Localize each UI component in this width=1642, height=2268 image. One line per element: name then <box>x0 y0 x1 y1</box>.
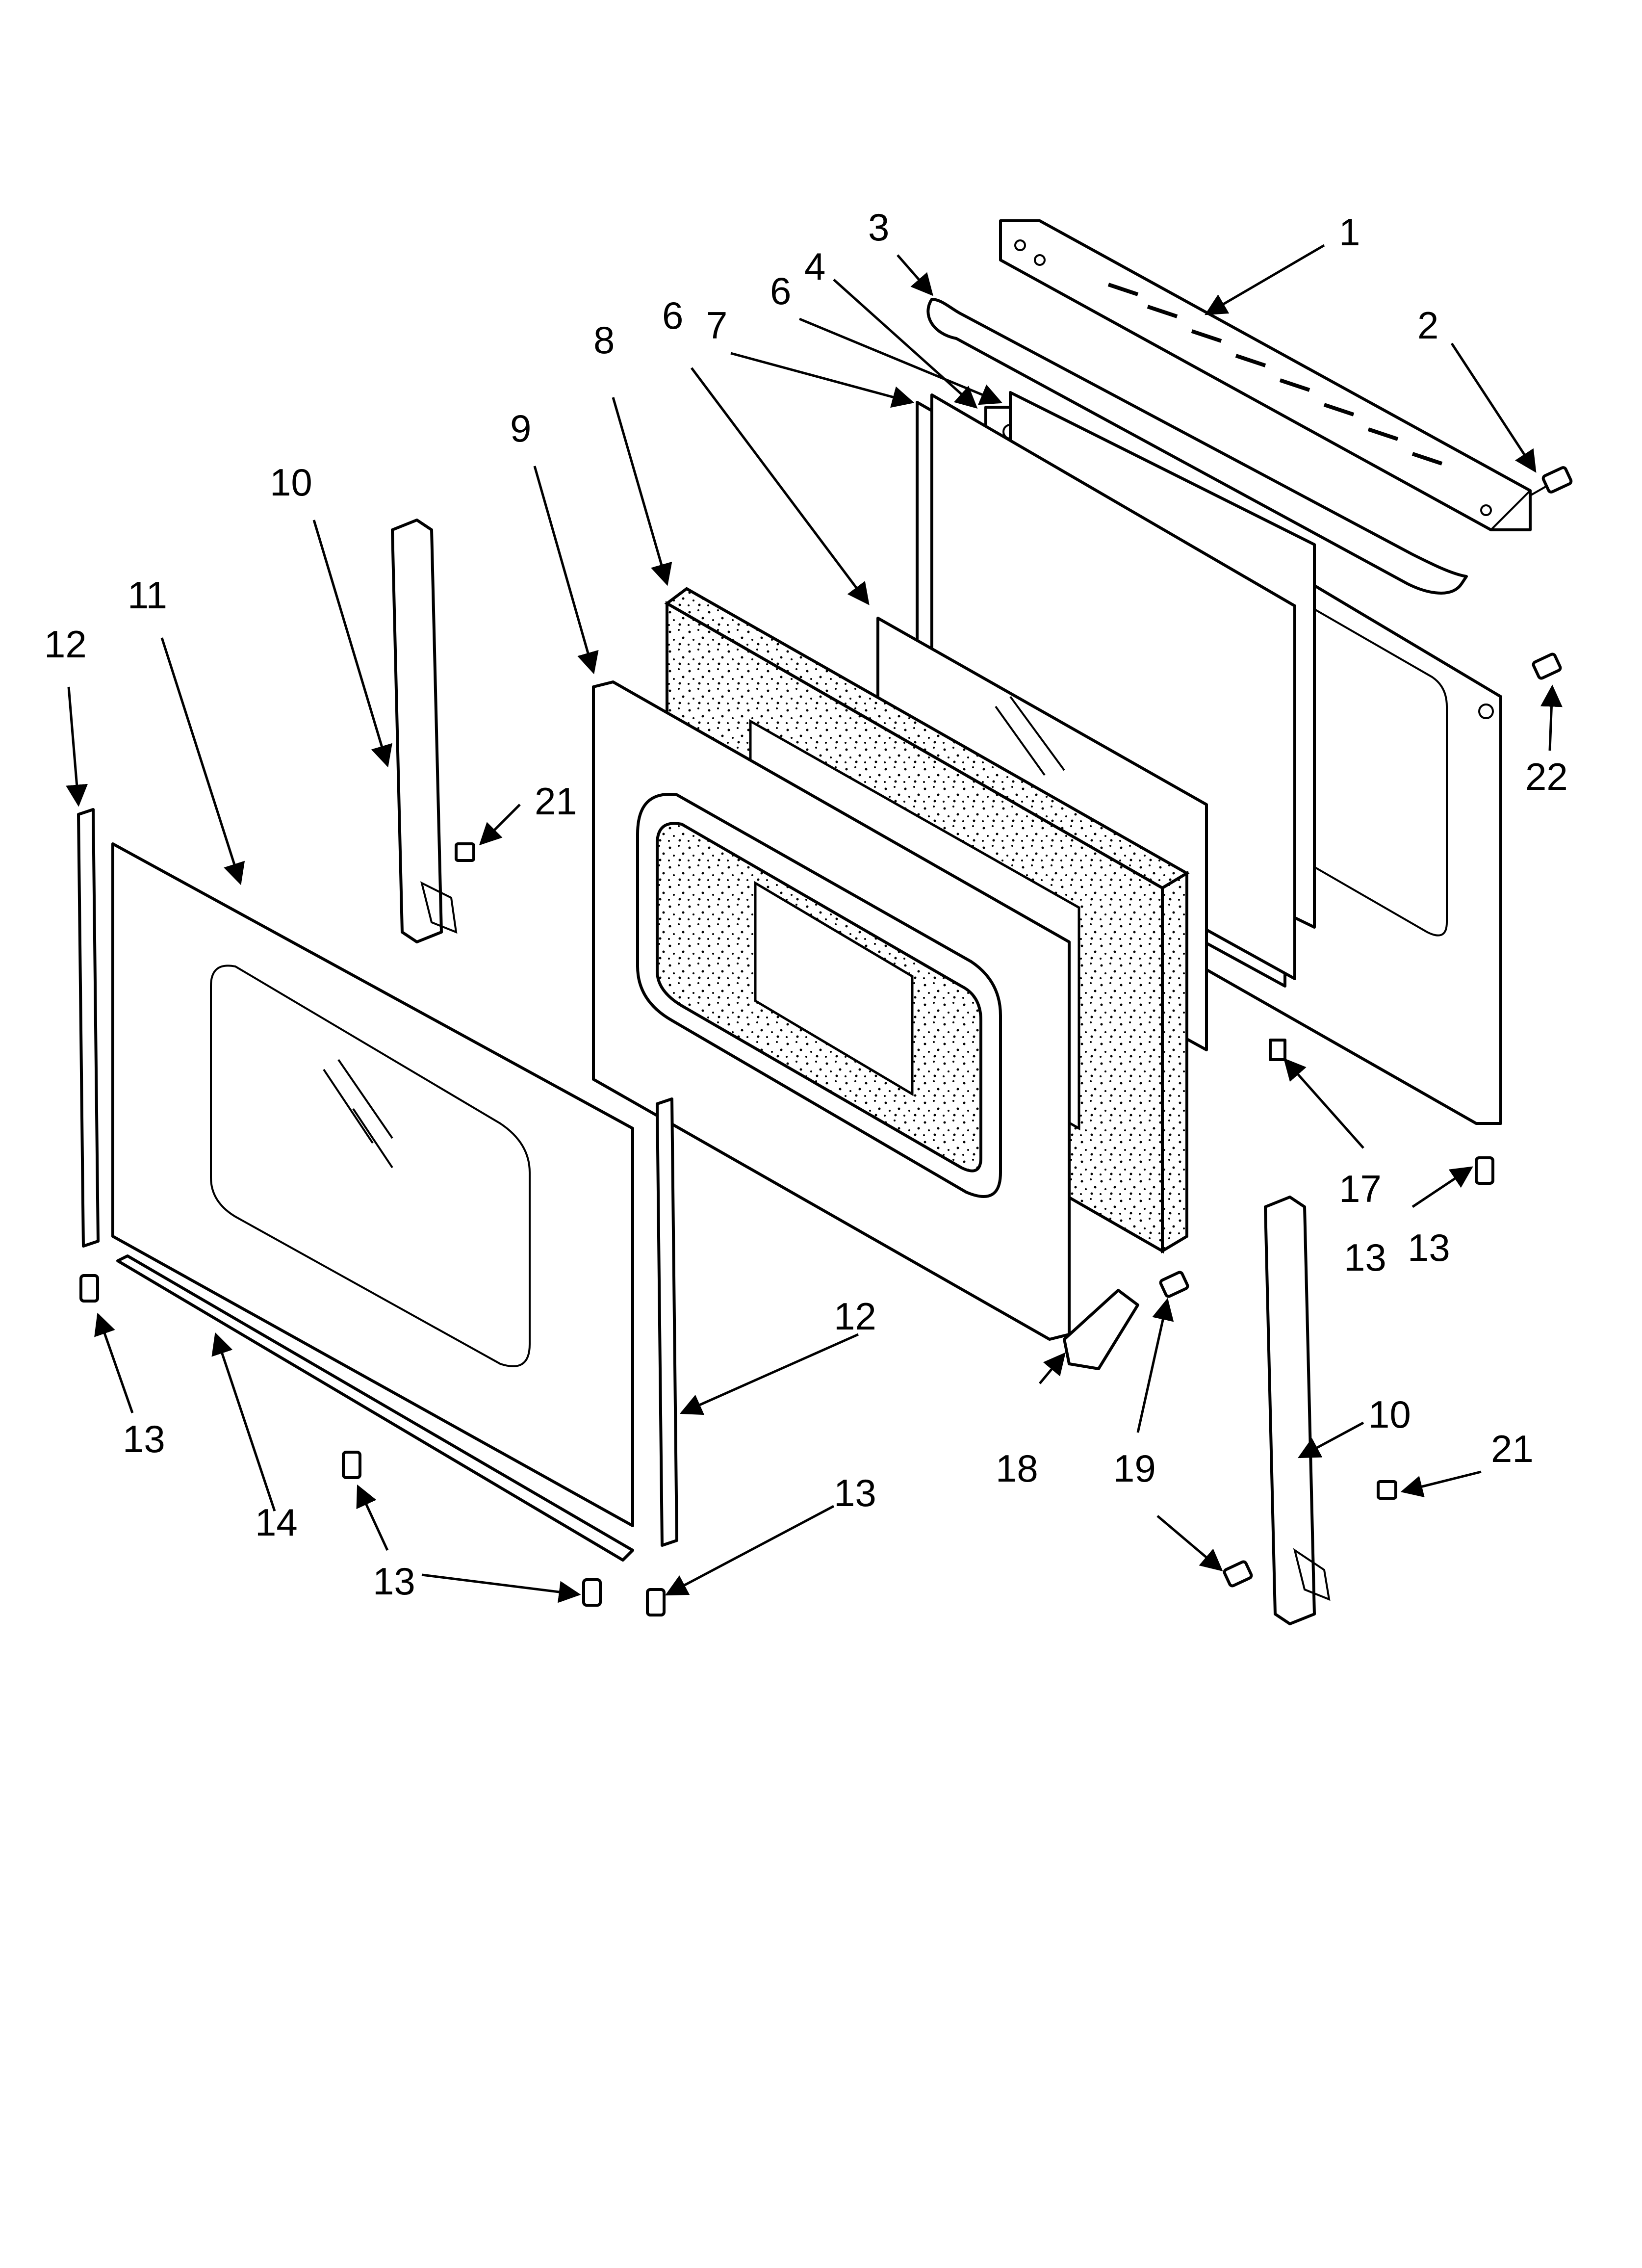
callout-11: 11 <box>128 574 167 617</box>
callout-14: 14 <box>255 1501 298 1544</box>
bracket-18-icon <box>1063 1289 1139 1370</box>
side-trim-right-part <box>656 1097 678 1547</box>
callout-labels: 1 2 3 4 6 6 7 8 9 10 10 11 12 12 13 13 1… <box>44 206 1568 1603</box>
handle-part <box>926 298 1468 595</box>
screw-13-icons <box>79 1156 1494 1616</box>
callout-6-b: 6 <box>662 294 683 337</box>
clip-17-icon <box>1269 1039 1286 1061</box>
callout-3: 3 <box>868 206 889 249</box>
leader-lines <box>66 244 1563 1603</box>
callout-1: 1 <box>1339 210 1360 254</box>
vent-trim-part <box>999 219 1532 531</box>
callout-13-b: 13 <box>373 1560 415 1603</box>
door-frame-part <box>592 680 1071 1341</box>
screw-19-icon <box>1159 1271 1189 1298</box>
callout-21-b: 21 <box>1491 1427 1534 1470</box>
clip-21-right-icon <box>1377 1480 1397 1500</box>
callout-13-a: 13 <box>123 1417 165 1460</box>
callout-2: 2 <box>1417 304 1438 347</box>
callout-17: 17 <box>1339 1167 1382 1210</box>
hinge-left-part <box>391 519 458 943</box>
callout-8: 8 <box>593 318 615 362</box>
callout-10-a: 10 <box>270 461 312 504</box>
outer-door-panel-part <box>111 842 634 1527</box>
callout-18: 18 <box>996 1447 1038 1490</box>
screw-22-icon <box>1532 652 1562 680</box>
callout-13-c: 13 <box>834 1471 876 1514</box>
callout-13-e: 13 <box>1408 1226 1450 1269</box>
callout-21-a: 21 <box>535 780 577 823</box>
callout-10-b: 10 <box>1368 1393 1411 1436</box>
callout-19: 19 <box>1113 1447 1156 1490</box>
callout-4: 4 <box>804 245 825 288</box>
hinge-right-part <box>1264 1196 1331 1625</box>
callout-6-a: 6 <box>770 269 791 313</box>
side-trim-left-part <box>77 808 100 1248</box>
bottom-trim-part <box>116 1254 634 1562</box>
screw-icon <box>1530 466 1573 496</box>
callout-22: 22 <box>1525 755 1568 798</box>
callout-7: 7 <box>706 304 727 347</box>
clip-21-left-icon <box>455 842 475 862</box>
callout-12-a: 12 <box>44 623 87 666</box>
callout-13-d: 13 <box>1344 1236 1386 1279</box>
callout-9: 9 <box>510 407 531 450</box>
callout-12-b: 12 <box>834 1295 876 1338</box>
